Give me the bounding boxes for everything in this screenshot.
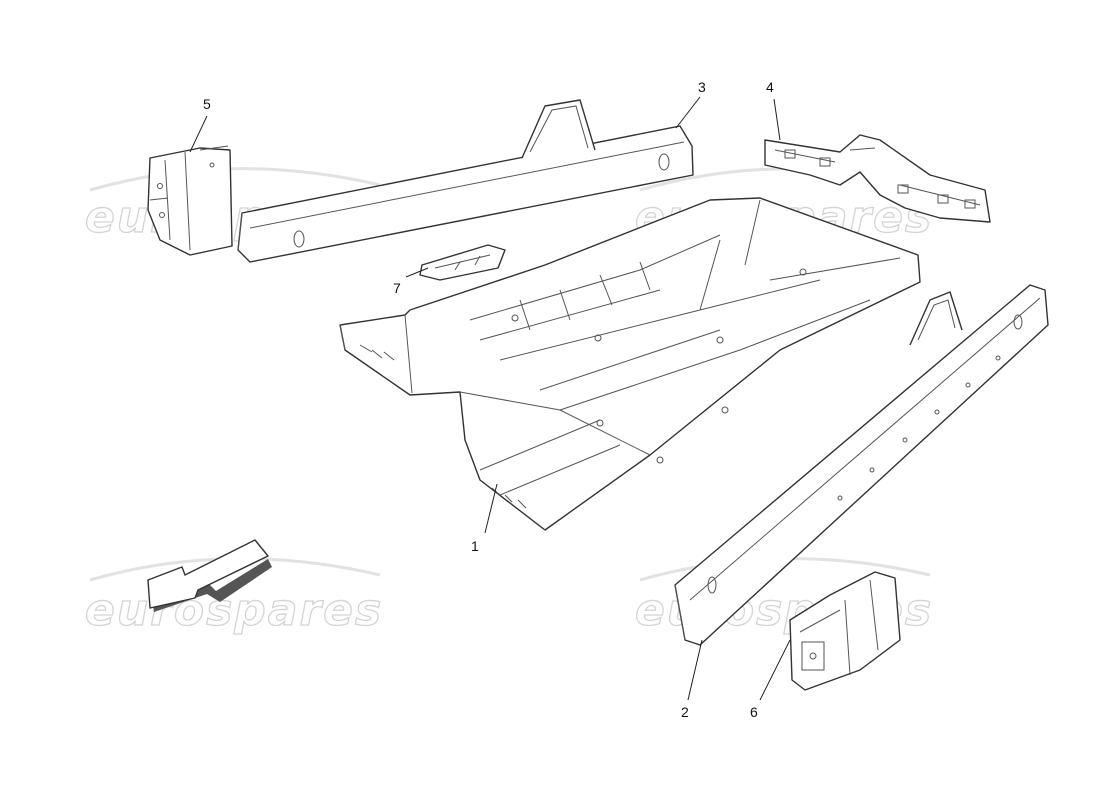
part-5-bracket[interactable] (147, 145, 233, 256)
watermark-swoosh (89, 167, 381, 192)
callout-4[interactable]: 4 (766, 79, 774, 95)
callout-2[interactable]: 2 (681, 704, 689, 720)
part-3-side-rail[interactable] (237, 99, 694, 263)
callout-5[interactable]: 5 (203, 96, 211, 112)
part-4-cross-member[interactable] (764, 134, 991, 223)
watermark-text: eurospares (85, 585, 383, 636)
part-7-bracket[interactable] (419, 244, 506, 281)
leader-lines (189, 96, 791, 701)
leader-6 (759, 639, 791, 701)
callout-3[interactable]: 3 (698, 79, 706, 95)
callouts: 1 2 3 4 5 6 7 (203, 79, 774, 720)
direction-arrow-icon (147, 539, 272, 612)
leader-4 (773, 98, 781, 141)
part-2-side-rail[interactable] (674, 284, 1049, 646)
leader-5 (189, 115, 208, 153)
callout-6[interactable]: 6 (750, 704, 758, 720)
part-6-bracket[interactable] (789, 571, 901, 691)
callout-1[interactable]: 1 (471, 538, 479, 554)
callout-7[interactable]: 7 (393, 280, 401, 296)
leader-2 (687, 639, 703, 701)
leader-3 (675, 96, 701, 129)
leader-7 (405, 267, 429, 278)
leader-1 (484, 483, 498, 534)
part-1-floor-pan[interactable] (339, 197, 921, 531)
